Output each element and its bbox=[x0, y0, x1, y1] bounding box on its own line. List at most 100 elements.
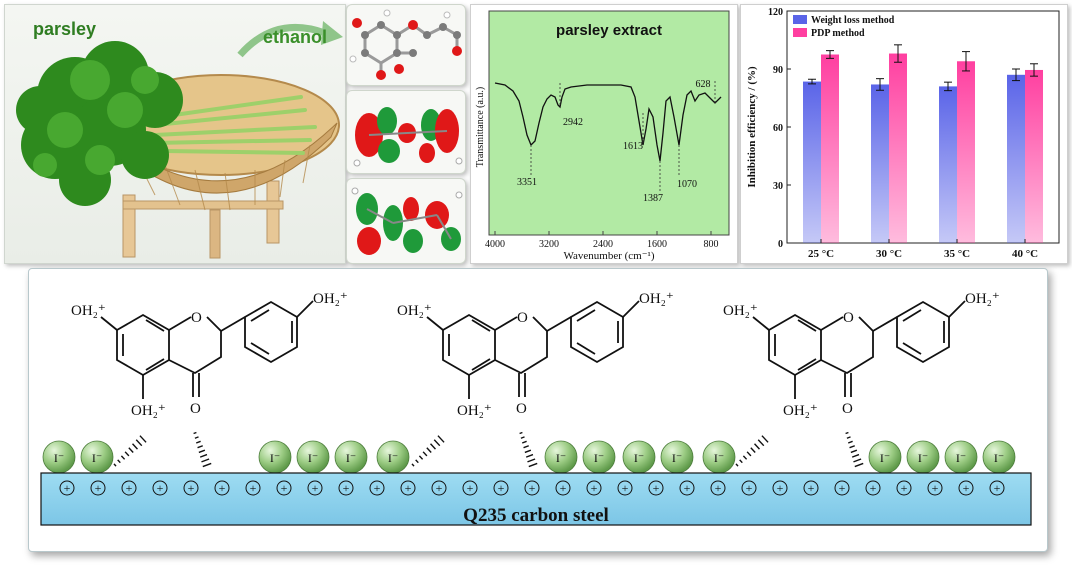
positive-charge-label: + bbox=[653, 481, 660, 495]
positive-charge bbox=[307, 480, 323, 496]
positive-charge bbox=[865, 480, 881, 496]
positive-charge-label: + bbox=[932, 481, 939, 495]
lumo-orbital-image bbox=[351, 187, 463, 255]
hashed-bond-segment bbox=[437, 435, 445, 443]
positive-charge bbox=[183, 480, 199, 496]
positive-charge-label: + bbox=[436, 481, 443, 495]
iodide-label: I⁻ bbox=[388, 451, 398, 465]
hashed-bond-segment bbox=[128, 447, 134, 453]
hashed-bond-segment bbox=[201, 458, 210, 463]
positive-charge-label: + bbox=[870, 481, 877, 495]
bar-ytick-label: 0 bbox=[778, 239, 783, 250]
ir-tick-1600: 1600 bbox=[647, 239, 667, 250]
hashed-bond-segment bbox=[120, 455, 126, 460]
legend-weight-loss: Weight loss method bbox=[811, 15, 895, 26]
positive-charge-label: + bbox=[715, 481, 722, 495]
positive-charge bbox=[927, 480, 943, 496]
hashed-bond-segment bbox=[528, 462, 538, 468]
positive-charge-label: + bbox=[467, 481, 474, 495]
hashed-bond-segment bbox=[757, 439, 765, 447]
hashed-bond-segment bbox=[519, 431, 523, 435]
molecule-structure-panel bbox=[346, 4, 466, 86]
oh2-bottom-3: OH₂⁺ bbox=[783, 403, 818, 419]
iodide-label: I⁻ bbox=[918, 451, 928, 465]
positive-charge-label: + bbox=[684, 481, 691, 495]
hashed-bond-segment bbox=[132, 443, 138, 450]
ring-o-2: O bbox=[517, 310, 528, 326]
hashed-bond-segment bbox=[761, 435, 769, 443]
oh2-top-3: OH₂⁺ bbox=[965, 291, 1000, 307]
hashed-bond-segment bbox=[199, 453, 208, 458]
hashed-bond-segment bbox=[524, 449, 532, 454]
oh2-top-1: OH₂⁺ bbox=[313, 291, 348, 307]
bar-weight-loss bbox=[1007, 74, 1025, 243]
positive-charge bbox=[276, 480, 292, 496]
iodide-label: I⁻ bbox=[880, 451, 890, 465]
positive-charge bbox=[493, 480, 509, 496]
positive-charge bbox=[90, 480, 106, 496]
ir-peak-1613: 1613 bbox=[623, 141, 643, 152]
hashed-bond-segment bbox=[525, 453, 534, 458]
positive-charge bbox=[710, 480, 726, 496]
ir-peak-628: 628 bbox=[696, 79, 711, 90]
bar-weight-loss bbox=[871, 84, 889, 243]
hashed-bond-segment bbox=[426, 447, 432, 453]
positive-charge bbox=[462, 480, 478, 496]
ir-title: parsley extract bbox=[556, 22, 662, 39]
oh2-left-1: OH₂⁺ bbox=[71, 303, 106, 319]
iodide-label: I⁻ bbox=[54, 451, 64, 465]
ir-spectrum-chart: parsley extract Transmittance (a.u.) Wav… bbox=[475, 10, 730, 262]
iodide-label: I⁻ bbox=[556, 451, 566, 465]
bar-weight-loss bbox=[939, 86, 957, 244]
positive-charge-label: + bbox=[250, 481, 257, 495]
hashed-bond-segment bbox=[739, 459, 743, 464]
ir-peak-3351: 3351 bbox=[517, 177, 537, 188]
hashed-bond-segment bbox=[853, 458, 862, 463]
positive-charge-label: + bbox=[901, 481, 908, 495]
positive-charge bbox=[648, 480, 664, 496]
hashed-bond-segment bbox=[113, 463, 117, 467]
hashed-bond-segment bbox=[198, 449, 206, 454]
hashed-bond-segment bbox=[854, 462, 864, 468]
positive-charge bbox=[524, 480, 540, 496]
positive-charge bbox=[989, 480, 1005, 496]
hashed-bond-segment bbox=[742, 455, 748, 460]
ir-tick-4000: 4000 bbox=[485, 239, 505, 250]
substrate-label: Q235 carbon steel bbox=[463, 505, 609, 526]
positive-charge bbox=[586, 480, 602, 496]
ir-peak-1070: 1070 bbox=[677, 179, 697, 190]
hashed-bond-segment bbox=[527, 458, 536, 463]
hashed-bond-segment bbox=[523, 445, 529, 449]
bar-weight-loss bbox=[803, 81, 821, 243]
adsorption-scheme-panel: OH₂⁺ O OH₂⁺ OH₂⁺ O OH₂⁺ O OH₂⁺ OH₂⁺ O OH… bbox=[28, 268, 1048, 552]
positive-charge-label: + bbox=[994, 481, 1001, 495]
bar-pdp bbox=[889, 53, 907, 244]
positive-charge bbox=[369, 480, 385, 496]
bar-xtick-label: 30 °C bbox=[876, 248, 902, 260]
hashed-bond-segment bbox=[845, 431, 849, 435]
iodide-label: I⁻ bbox=[714, 451, 724, 465]
hashed-bond-segment bbox=[202, 462, 212, 468]
hashed-bond-segment bbox=[735, 463, 739, 467]
positive-charge bbox=[214, 480, 230, 496]
hashed-bond-segment bbox=[521, 440, 527, 444]
ir-spectrum-panel: parsley extract Transmittance (a.u.) Wav… bbox=[470, 4, 738, 264]
hashed-bond-segment bbox=[193, 431, 197, 435]
hashed-bond-segment bbox=[124, 451, 130, 457]
positive-charge-label: + bbox=[963, 481, 970, 495]
positive-charge-label: + bbox=[529, 481, 536, 495]
lumo-orbital-panel bbox=[346, 178, 466, 264]
oh2-top-2: OH₂⁺ bbox=[639, 291, 674, 307]
hashed-bond-segment bbox=[520, 436, 525, 439]
hashed-bond-segment bbox=[846, 436, 851, 439]
ir-plot-area bbox=[488, 10, 730, 236]
hashed-bond-segment bbox=[754, 443, 760, 450]
positive-charge-label: + bbox=[405, 481, 412, 495]
hashed-bond-segment bbox=[194, 436, 199, 439]
hashed-bond-segment bbox=[850, 449, 858, 454]
positive-charge-label: + bbox=[157, 481, 164, 495]
carbonyl-o-1: O bbox=[190, 401, 201, 417]
hashed-bond-segment bbox=[422, 451, 428, 457]
hashed-bond-segment bbox=[750, 447, 756, 453]
iodide-label: I⁻ bbox=[270, 451, 280, 465]
